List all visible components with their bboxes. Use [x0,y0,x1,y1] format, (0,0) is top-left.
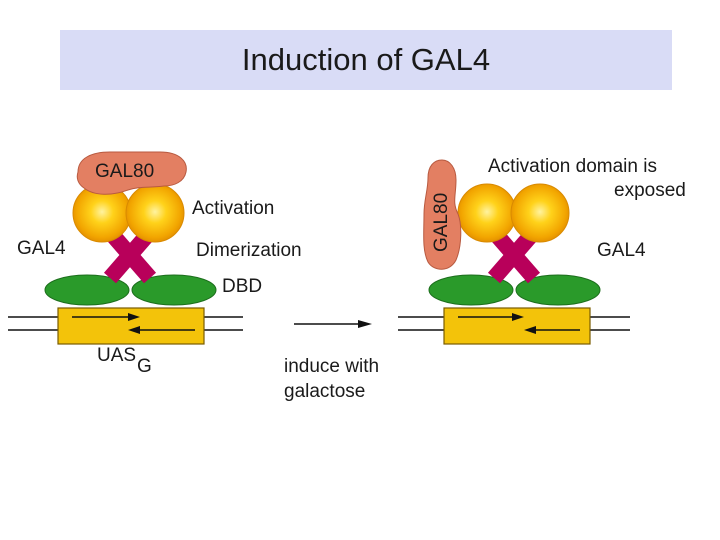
left-gal80-label: GAL80 [95,161,154,182]
left-uas-subscript: G [137,356,152,377]
right-panel: GAL80 Activation domain is exposed GAL4 [398,156,686,345]
right-dbd-left [428,274,514,306]
right-gal4-label: GAL4 [597,240,646,261]
left-dbd-left [44,274,130,306]
induction-arrow [358,320,372,328]
right-activation-domain-right [510,183,570,243]
transition: induce with galactose [284,320,379,402]
left-activation-domain-right [125,183,185,243]
left-uas-box [57,307,205,345]
left-gal80-blob [76,151,187,195]
right-gal80-label: GAL80 [431,193,452,252]
left-activation-label: Activation [192,198,274,219]
left-dbd-label: DBD [222,276,262,297]
right-gal80-blob [423,159,462,270]
left-box-left-arrow [128,326,140,334]
left-uas-label: UAS [97,345,136,366]
slide-title: Induction of GAL4 [241,42,491,77]
right-activation-domain-left [457,183,517,243]
left-gal4-label: GAL4 [17,238,66,259]
left-box-right-arrow [128,313,140,321]
right-box-left-arrow [524,326,536,334]
title-bar: Induction of GAL4 [60,30,672,90]
right-uas-box [443,307,591,345]
left-panel: GAL80 Activation GAL4 Dimerization DBD U… [8,151,302,377]
induce-label-line2: galactose [284,381,365,402]
right-dimerization-x [487,226,541,284]
right-exposed-label-line1: Activation domain is [488,156,657,177]
left-dbd-right [131,274,217,306]
left-dimerization-label: Dimerization [196,240,302,261]
right-dbd-right [515,274,601,306]
induce-label-line1: induce with [284,356,379,377]
right-exposed-label-line2: exposed [614,180,686,201]
right-box-right-arrow [512,313,524,321]
